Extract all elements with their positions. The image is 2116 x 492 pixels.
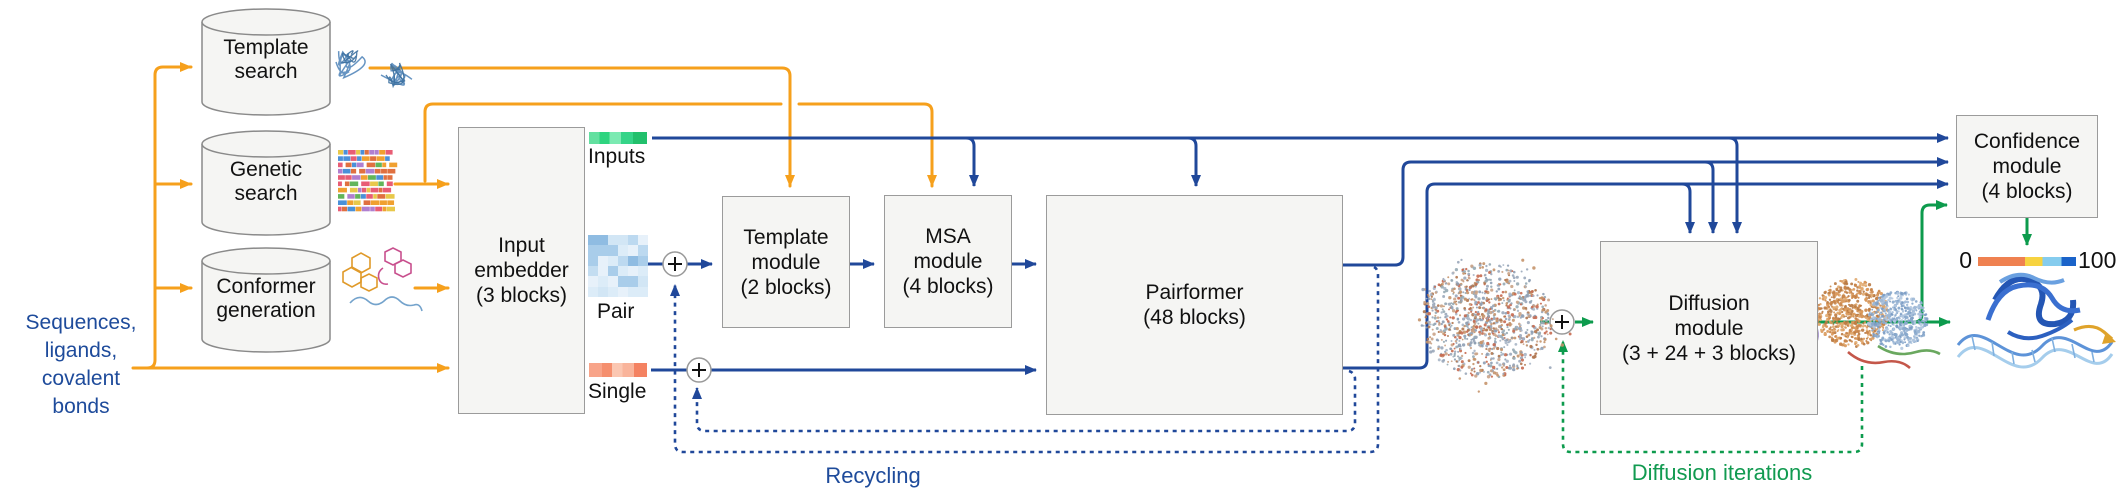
inputs-embedding-strip [589,132,647,144]
pair-matrix-cell [608,286,618,297]
colorbar-max-tick: 100 [2078,247,2116,273]
pair-matrix-cell [608,276,618,287]
pair-matrix-cell [598,276,608,287]
input-embedder-module: Input embedder (3 blocks) [458,127,585,414]
pair-representation-matrix [588,235,648,297]
pair-matrix-cell [628,235,638,246]
pair-matrix-cell [608,245,618,256]
pair-plus-combiner-icon [662,251,688,277]
template-search-label: Template search [223,36,309,83]
diffusion-plus-combiner-icon [1549,309,1575,335]
pair-matrix-cell [588,255,598,266]
pair-matrix-cell [618,245,628,256]
colorbar-min-tick: 0 [1959,247,1972,273]
pair-matrix-cell [618,276,628,287]
pair-matrix-cell [618,286,628,297]
pair-matrix-cell [598,265,608,277]
pairformer-module: Pairformer (48 blocks) [1046,195,1343,415]
pair-matrix-cell [618,265,628,277]
single-representation-strip [589,363,647,377]
pair-matrix-cell [608,255,618,266]
recycling-loop-label: Recycling [825,463,921,488]
pair-matrix-cell [598,255,608,266]
diffusion-iteration-loop-arrow [1558,340,1864,454]
recycling-loop-arrows [670,265,1380,454]
decorative-thumbnails [335,50,1941,393]
single-plus-combiner-icon [686,357,712,383]
pair-matrix-cell [628,245,638,256]
pair-matrix-cell [588,235,598,246]
pair-matrix-cell [588,265,598,277]
pair-matrix-cell [598,235,608,246]
combiners [662,251,1575,383]
conformer-generation-db-icon [201,247,331,353]
pair-matrix-cell [618,255,628,266]
pair-matrix-cell [588,276,598,287]
confidence-module: Confidence module (4 blocks) [1956,115,2098,218]
template-search-db-icon [201,8,331,116]
input-flow-arrows [131,62,937,373]
trunk-arrows [647,133,1949,375]
pair-matrix-cell [598,286,608,297]
pair-matrix-cell [608,235,618,246]
msa-module: MSA module (4 blocks) [884,195,1012,328]
genetic-search-db-icon [201,130,331,236]
pair-matrix-cell [638,276,648,287]
pair-matrix-cell [608,265,618,277]
pair-matrix-cell [628,265,638,277]
diffusion-module: Diffusion module (3 + 24 + 3 blocks) [1600,241,1818,415]
pair-matrix-cell [588,245,598,256]
pair-matrix-cell [628,255,638,266]
input-caption: Sequences, ligands, covalent bonds [25,311,137,418]
confidence-colorbar [1978,257,2076,266]
pair-matrix-cell [638,255,648,266]
inputs-label: Inputs [588,145,646,168]
pair-matrix-cell [638,245,648,256]
conformer-molecules-thumbnail [342,247,423,312]
pair-matrix-cell [638,235,648,246]
diffusion-iterations-loop-label: Diffusion iterations [1631,460,1813,485]
pair-matrix-cell [638,286,648,297]
pair-matrix-cell [628,286,638,297]
pair-matrix-cell [588,286,598,297]
pair-matrix-cell [618,235,628,246]
conformer-generation-label: Conformer generation [216,275,316,322]
pair-matrix-cell [638,265,648,277]
pair-matrix-cell [628,276,638,287]
single-label: Single [588,380,647,403]
genetic-search-label: Genetic search [229,158,303,205]
template-module: Template module (2 blocks) [722,196,850,328]
pair-matrix-cell [598,245,608,256]
predicted-structure-thumbnail [1956,272,2116,369]
database-cylinders [201,8,331,353]
pair-label: Pair [597,300,635,323]
